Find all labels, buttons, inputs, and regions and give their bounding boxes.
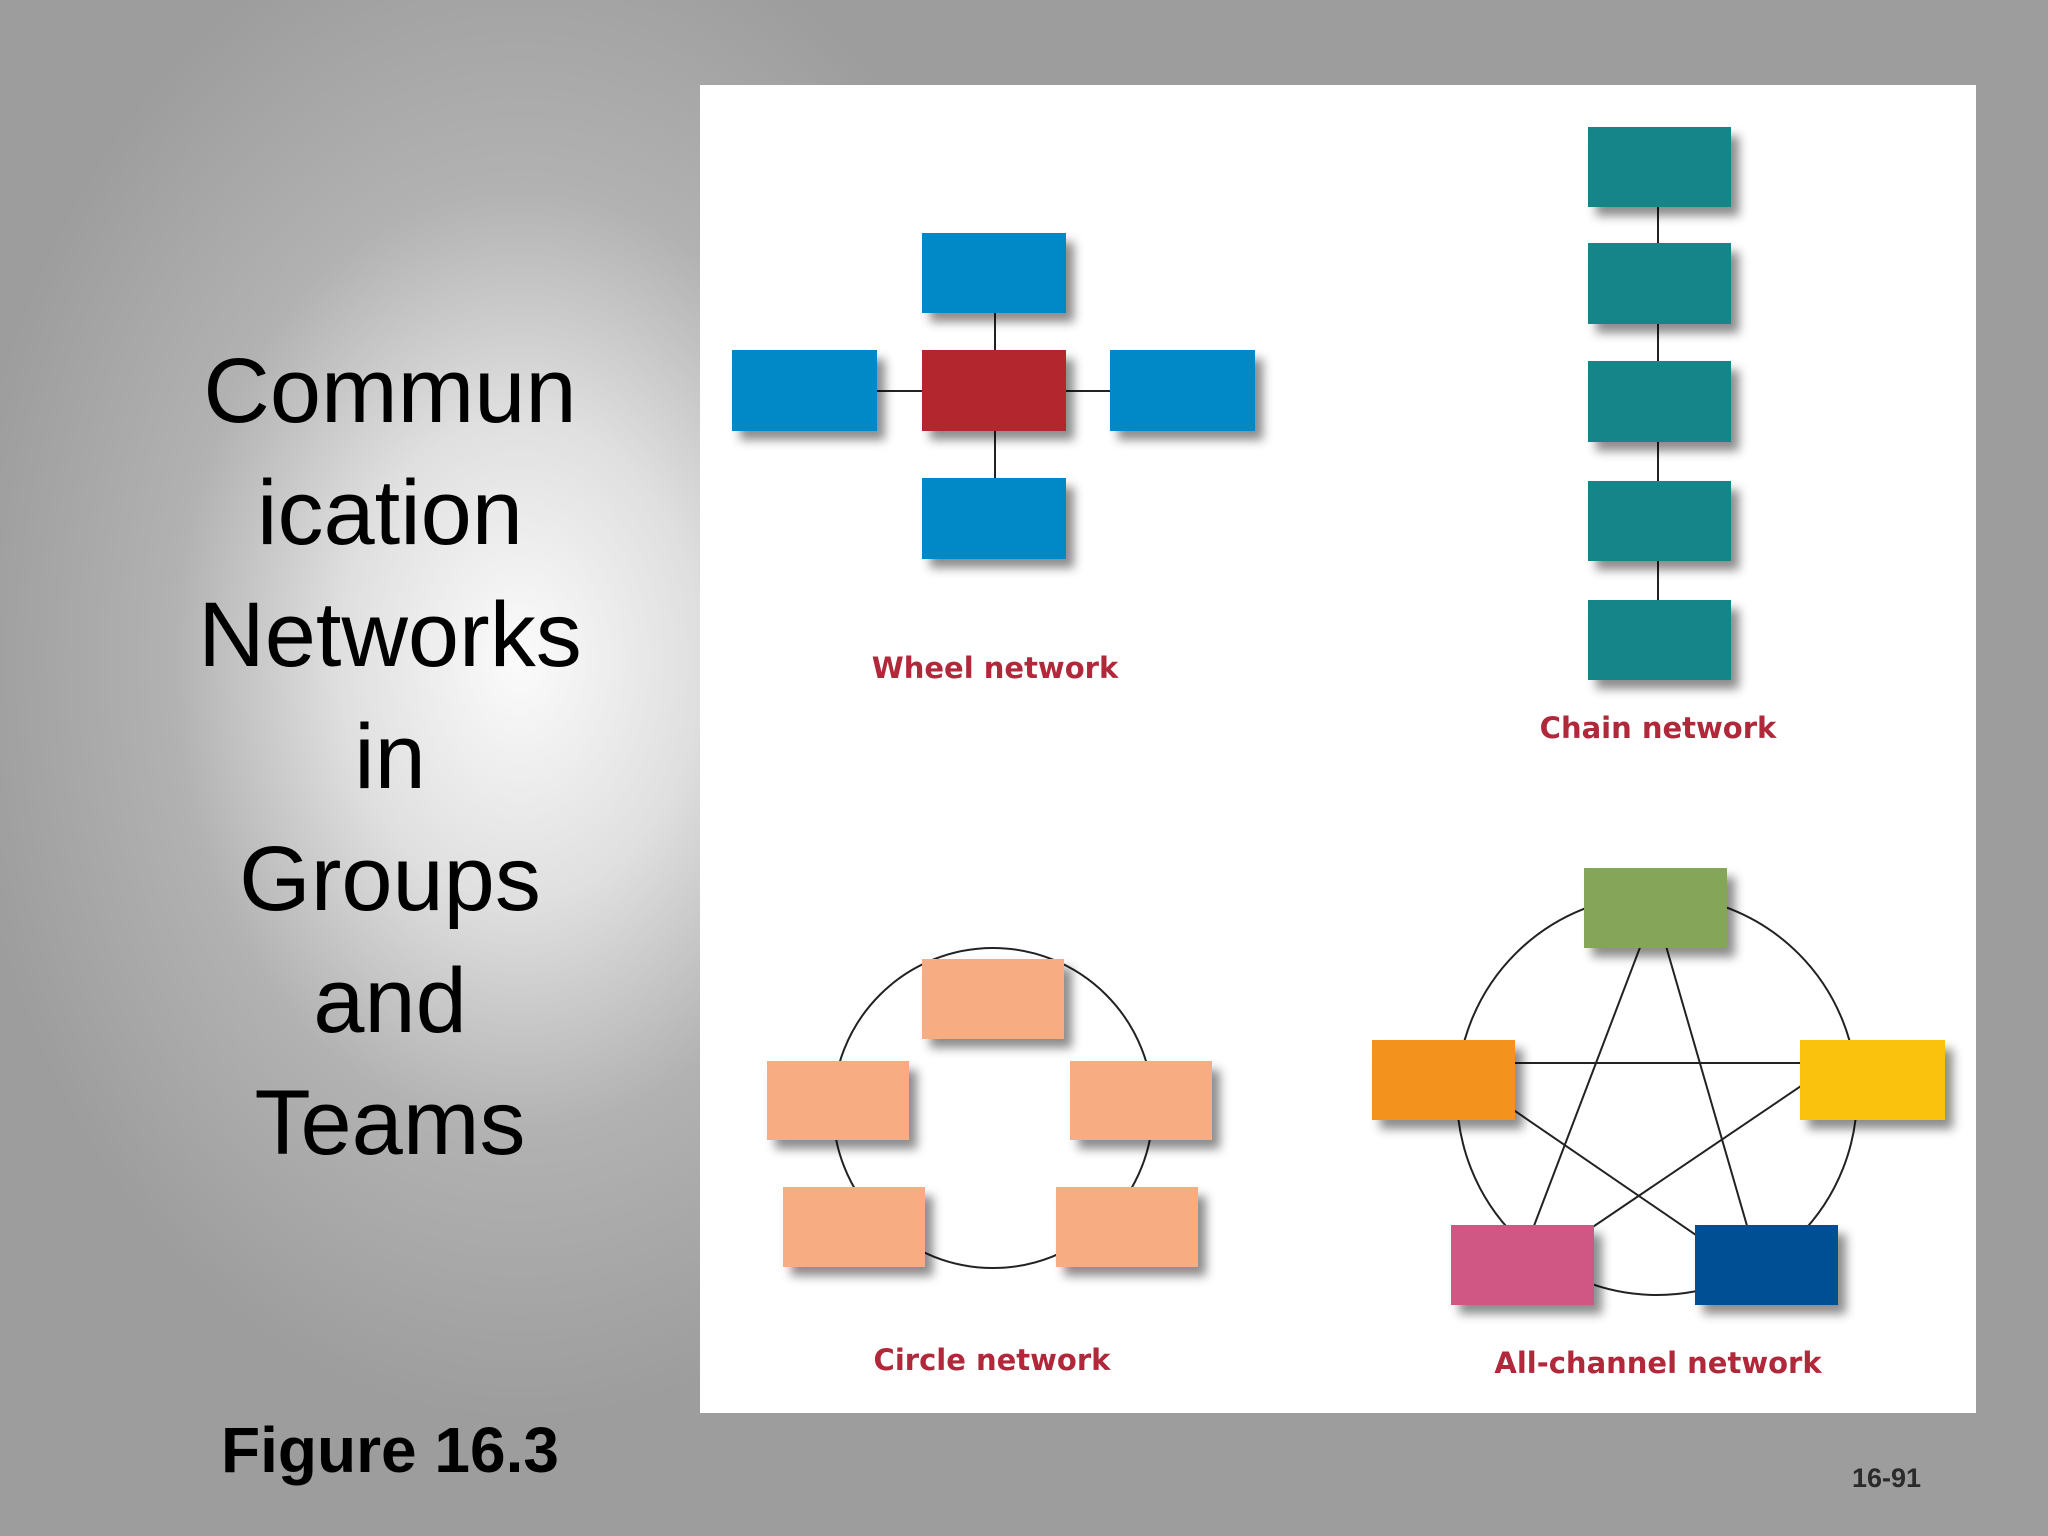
- all-channel-node-left: [1372, 1040, 1515, 1120]
- chain-network-label: Chain network: [1540, 711, 1777, 745]
- wheel-node-center: [922, 350, 1066, 431]
- wheel-node-right: [1110, 350, 1255, 431]
- circle-node-upper-left: [767, 1061, 909, 1140]
- wheel-network: Wheel network: [732, 233, 1255, 685]
- all-channel-network: All-channel network: [1372, 868, 1945, 1380]
- all-channel-node-right: [1800, 1040, 1945, 1120]
- circle-node-upper-right: [1070, 1061, 1212, 1140]
- circle-node-top: [922, 959, 1064, 1039]
- circle-network: Circle network: [767, 947, 1212, 1377]
- chain-node-5: [1588, 600, 1731, 680]
- circle-network-label: Circle network: [874, 1343, 1112, 1377]
- circle-node-lower-right: [1056, 1187, 1198, 1267]
- slide-title: Commun ication Networks in Groups and Te…: [198, 340, 582, 1174]
- wheel-node-bottom: [922, 478, 1066, 559]
- slide-number: 16-91: [1852, 1463, 1922, 1493]
- all-channel-link: [1654, 907, 1764, 1282]
- all-channel-link: [1512, 907, 1656, 1282]
- figure-panel: Wheel network Chain network Circle netwo…: [700, 85, 1976, 1413]
- all-channel-network-label: All-channel network: [1494, 1346, 1822, 1380]
- chain-node-1: [1588, 127, 1731, 207]
- all-channel-node-bottom-left: [1451, 1225, 1594, 1305]
- figure-caption: Figure 16.3: [221, 1414, 559, 1486]
- wheel-node-left: [732, 350, 877, 431]
- wheel-node-top: [922, 233, 1066, 313]
- all-channel-node-top: [1584, 868, 1727, 948]
- chain-node-4: [1588, 481, 1731, 561]
- wheel-network-label: Wheel network: [872, 651, 1119, 685]
- circle-node-lower-left: [783, 1187, 925, 1267]
- all-channel-node-bottom-right: [1695, 1225, 1838, 1305]
- chain-network: Chain network: [1540, 127, 1777, 745]
- chain-node-2: [1588, 243, 1731, 324]
- chain-node-3: [1588, 361, 1731, 442]
